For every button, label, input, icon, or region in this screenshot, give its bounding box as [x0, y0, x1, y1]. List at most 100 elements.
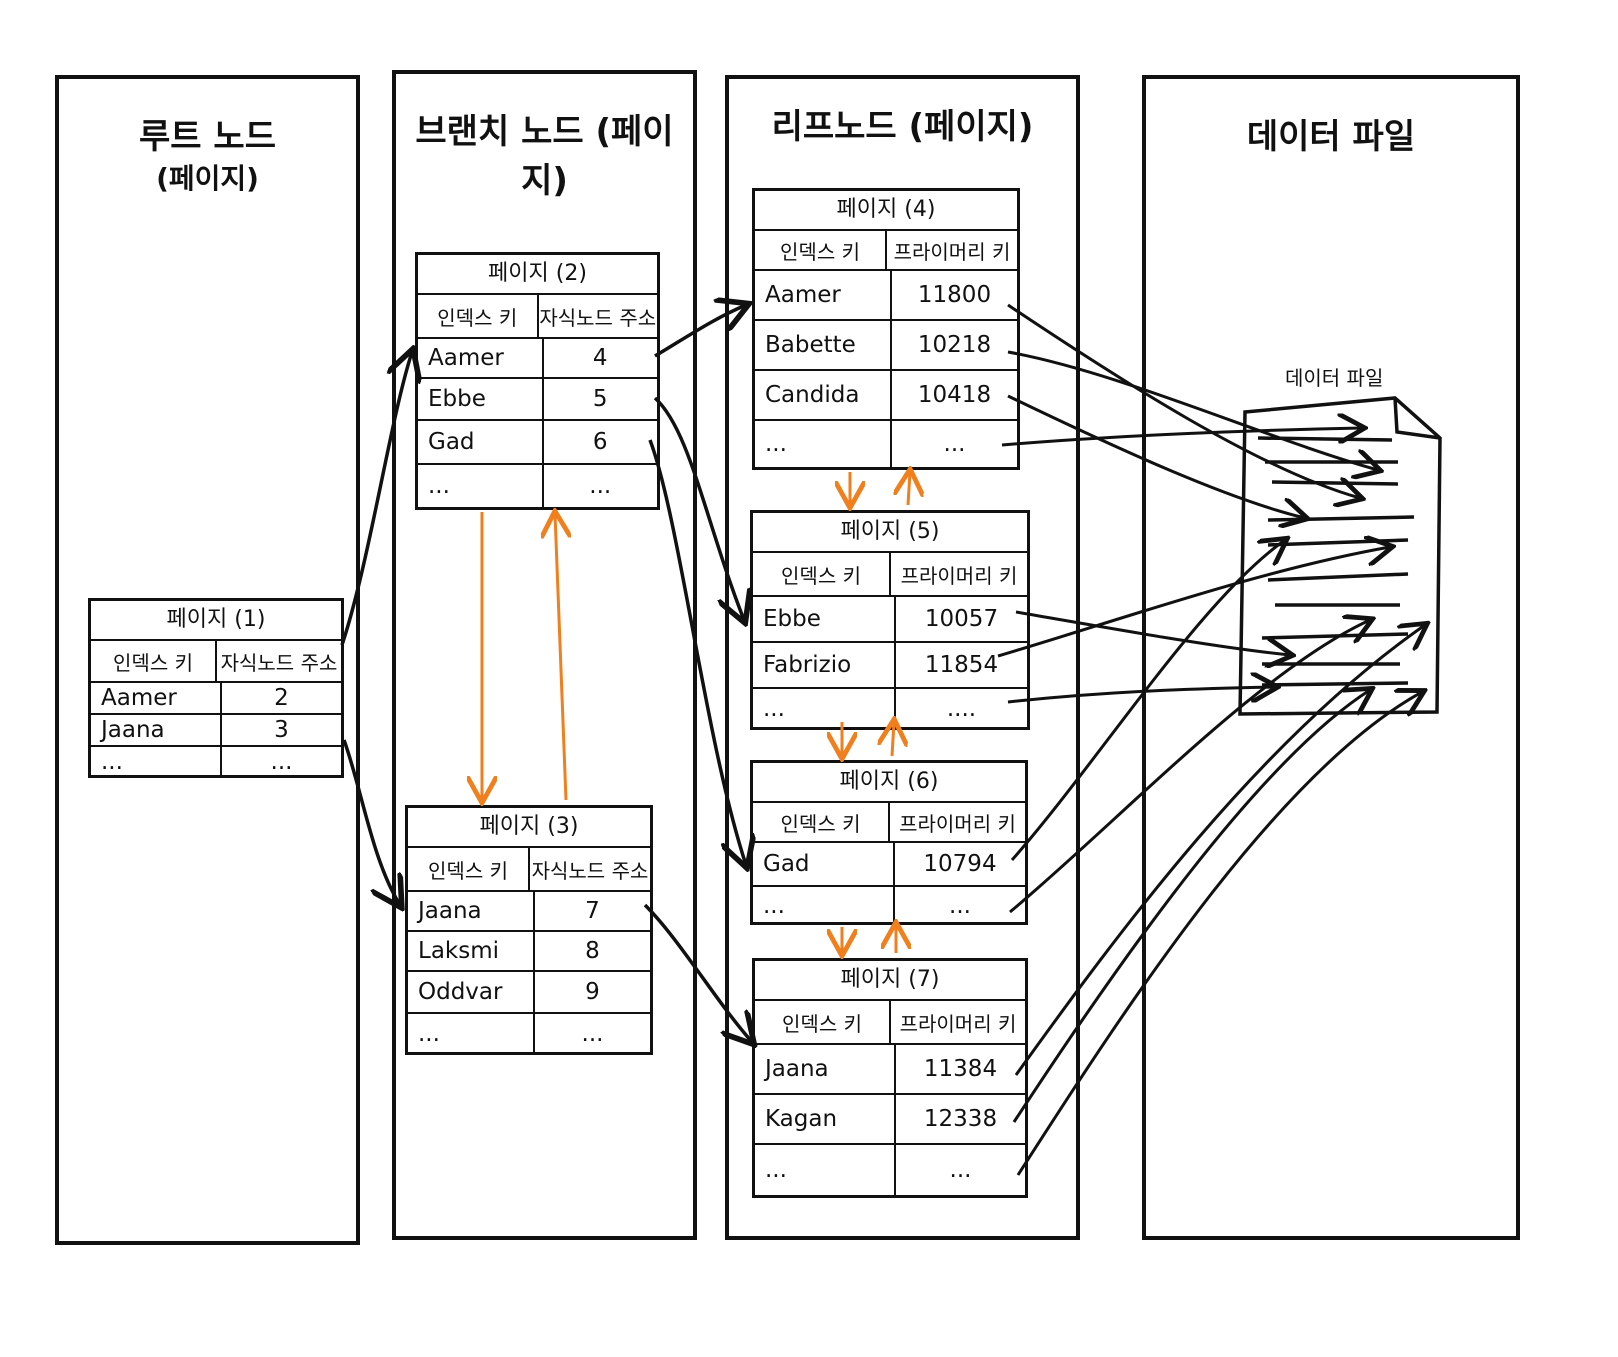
- index-key-cell: Candida: [765, 382, 860, 408]
- primary-key-cell: 10218: [890, 321, 1017, 369]
- index-key-cell: Aamer: [765, 282, 841, 308]
- page-3-title: 페이지 (3): [408, 808, 650, 848]
- index-key-cell: Laksmi: [418, 938, 500, 964]
- primary-key-cell: 12338: [894, 1095, 1025, 1143]
- table-row: Kagan 12338: [755, 1095, 1025, 1145]
- primary-key-cell: 10057: [894, 597, 1027, 641]
- table-row: Gad 6: [418, 421, 657, 465]
- index-key-cell: Ebbe: [763, 606, 821, 632]
- primary-key-cell: ....: [894, 689, 1027, 729]
- page-1-title: 페이지 (1): [91, 601, 341, 641]
- child-address-cell: ...: [541, 465, 658, 507]
- child-address-header: 자식노드 주소: [528, 848, 650, 890]
- index-key-cell: Jaana: [101, 717, 165, 743]
- child-address-cell: 4: [541, 339, 658, 377]
- child-address-cell: 9: [533, 972, 650, 1012]
- page-2: 페이지 (2) 인덱스 키 자식노드 주소 Aamer 4 Ebbe 5 Gad…: [415, 252, 660, 510]
- index-key-cell: Jaana: [418, 898, 482, 924]
- page-5: 페이지 (5) 인덱스 키 프라이머리 키 Ebbe 10057 Fabrizi…: [750, 510, 1030, 730]
- table-row: ... ...: [418, 465, 657, 507]
- table-row: Candida 10418: [755, 371, 1017, 421]
- child-address-cell: 7: [533, 892, 650, 930]
- primary-key-cell: ...: [893, 887, 1025, 924]
- table-row: ... ...: [91, 747, 341, 777]
- page-3-header-row: 인덱스 키 자식노드 주소: [408, 848, 650, 892]
- table-row: Aamer 11800: [755, 271, 1017, 321]
- index-key-cell: ...: [765, 431, 787, 457]
- index-key-header: 인덱스 키: [780, 811, 861, 836]
- index-key-cell: ...: [101, 749, 123, 775]
- index-key-cell: Aamer: [428, 345, 504, 371]
- root-node-title: 루트 노드: [139, 117, 276, 157]
- leaf-node-title: 리프노드 (페이지): [771, 107, 1034, 147]
- data-file-column: 데이터 파일: [1142, 75, 1520, 1240]
- page-4-title: 페이지 (4): [755, 191, 1017, 231]
- table-row: ... ...: [755, 421, 1017, 467]
- child-address-cell: 3: [220, 715, 341, 745]
- table-row: Oddvar 9: [408, 972, 650, 1014]
- table-row: Aamer 4: [418, 339, 657, 379]
- page-7: 페이지 (7) 인덱스 키 프라이머리 키 Jaana 11384 Kagan …: [752, 958, 1028, 1198]
- child-address-cell: 5: [541, 379, 658, 419]
- table-row: Ebbe 10057: [753, 597, 1027, 643]
- page-7-header-row: 인덱스 키 프라이머리 키: [755, 1001, 1025, 1045]
- table-row: Laksmi 8: [408, 932, 650, 972]
- index-key-cell: Kagan: [765, 1106, 838, 1132]
- child-address-cell: 8: [533, 932, 650, 970]
- index-key-cell: ...: [428, 473, 450, 499]
- table-row: Fabrizio 11854: [753, 643, 1027, 689]
- page-4-header-row: 인덱스 키 프라이머리 키: [755, 231, 1017, 271]
- table-row: Jaana 7: [408, 892, 650, 932]
- index-key-cell: ...: [763, 892, 785, 919]
- page-2-header-row: 인덱스 키 자식노드 주소: [418, 295, 657, 339]
- primary-key-cell: 11800: [890, 271, 1017, 319]
- table-row: Ebbe 5: [418, 379, 657, 421]
- primary-key-header: 프라이머리 키: [888, 803, 1025, 841]
- root-node-subtitle: (페이지): [156, 162, 259, 195]
- table-row: Gad 10794: [753, 843, 1025, 887]
- page-1-header-row: 인덱스 키 자식노드 주소: [91, 641, 341, 683]
- table-row: ... ...: [753, 887, 1025, 924]
- primary-key-header: 프라이머리 키: [885, 231, 1017, 269]
- index-key-cell: Ebbe: [428, 386, 486, 412]
- data-file-title: 데이터 파일: [1246, 117, 1416, 157]
- index-key-header: 인덱스 키: [780, 239, 860, 264]
- index-key-cell: Oddvar: [418, 979, 503, 1005]
- index-key-header: 인덱스 키: [782, 1011, 862, 1036]
- page-6: 페이지 (6) 인덱스 키 프라이머리 키 Gad 10794 ... ...: [750, 760, 1028, 925]
- table-row: ... ...: [408, 1014, 650, 1054]
- index-key-header: 인덱스 키: [781, 563, 861, 588]
- table-row: ... ....: [753, 689, 1027, 729]
- page-6-header-row: 인덱스 키 프라이머리 키: [753, 803, 1025, 843]
- page-1: 페이지 (1) 인덱스 키 자식노드 주소 Aamer 2 Jaana 3 ..…: [88, 598, 344, 778]
- index-key-header: 인덱스 키: [428, 858, 508, 883]
- index-key-cell: Fabrizio: [763, 652, 852, 678]
- page-5-header-row: 인덱스 키 프라이머리 키: [753, 553, 1027, 597]
- table-row: Babette 10218: [755, 321, 1017, 371]
- index-key-cell: ...: [765, 1157, 787, 1183]
- page-4: 페이지 (4) 인덱스 키 프라이머리 키 Aamer 11800 Babett…: [752, 188, 1020, 470]
- primary-key-header: 프라이머리 키: [889, 1001, 1025, 1043]
- index-key-cell: Gad: [763, 851, 810, 877]
- index-key-cell: Jaana: [765, 1056, 829, 1082]
- page-3: 페이지 (3) 인덱스 키 자식노드 주소 Jaana 7 Laksmi 8 O…: [405, 805, 653, 1055]
- primary-key-header: 프라이머리 키: [889, 553, 1027, 595]
- table-row: Jaana 11384: [755, 1045, 1025, 1095]
- index-key-cell: Babette: [765, 332, 856, 358]
- child-address-cell: 2: [220, 683, 341, 713]
- index-key-cell: Gad: [428, 429, 475, 455]
- index-key-cell: ...: [763, 696, 785, 722]
- primary-key-cell: 11384: [894, 1045, 1025, 1093]
- data-file-label: 데이터 파일: [1285, 366, 1384, 390]
- index-key-cell: ...: [418, 1021, 440, 1047]
- primary-key-cell: ...: [890, 421, 1017, 467]
- index-key-header: 인덱스 키: [437, 305, 518, 330]
- table-row: ... ...: [755, 1145, 1025, 1195]
- child-address-cell: ...: [220, 747, 341, 777]
- table-row: Aamer 2: [91, 683, 341, 715]
- primary-key-cell: 10794: [893, 843, 1025, 885]
- child-address-cell: 6: [541, 421, 658, 463]
- index-key-cell: Aamer: [101, 685, 177, 711]
- table-row: Jaana 3: [91, 715, 341, 747]
- index-key-header: 인덱스 키: [113, 650, 193, 675]
